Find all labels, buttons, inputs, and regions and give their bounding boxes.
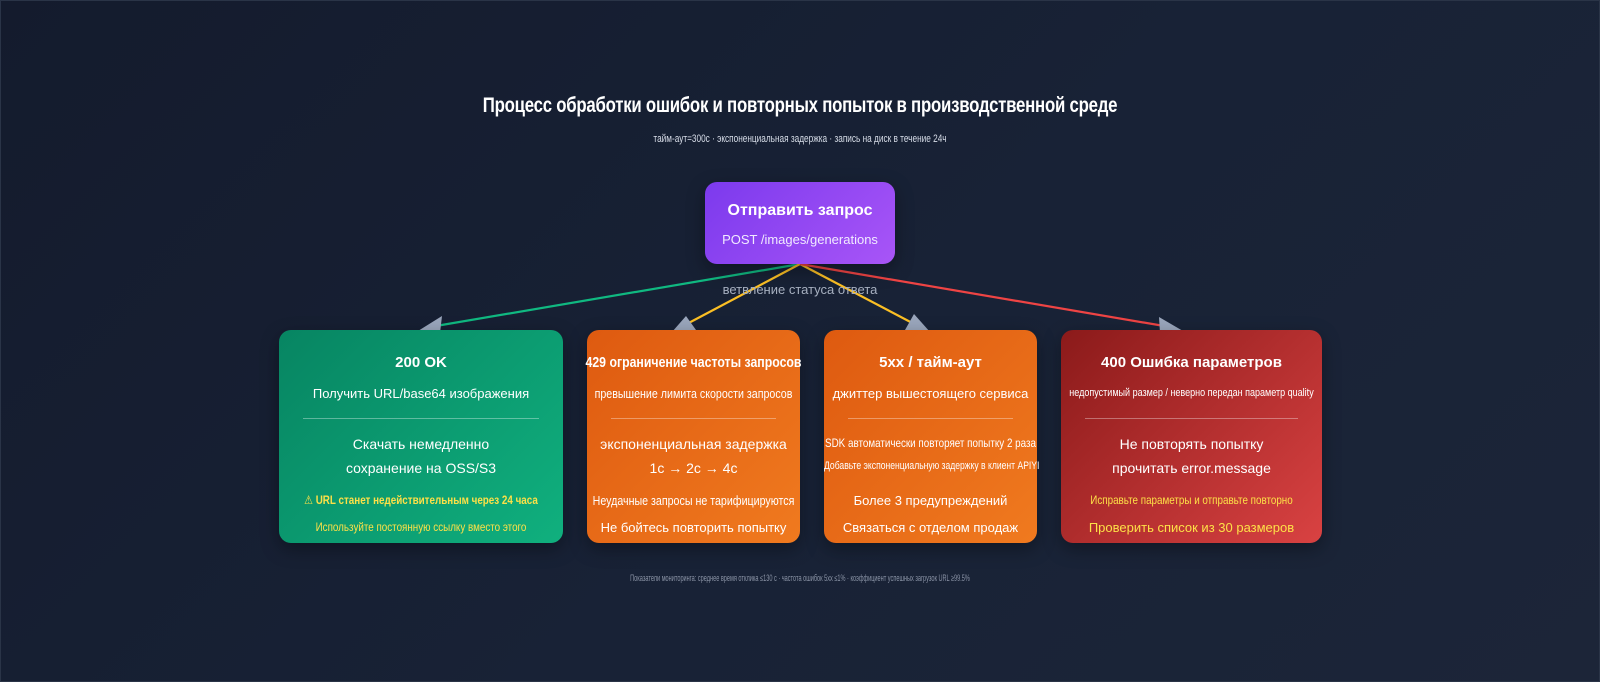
card-action-1: SDK автоматически повторяет попытку 2 ра…: [825, 436, 1036, 450]
card-detail: джиттер вышестоящего сервиса: [832, 386, 1029, 401]
link-to-success: [429, 262, 801, 329]
send-request-node: Отправить запрос POST /images/generation…: [705, 182, 895, 264]
card-note-1: Неудачные запросы не тарифицируются: [592, 493, 795, 508]
card-divider: [1085, 418, 1298, 419]
card-note-2: Связаться с отделом продаж: [842, 520, 1019, 535]
send-request-endpoint: POST /images/generations: [722, 232, 878, 247]
card-action-2: прочитать error.message: [1112, 460, 1271, 476]
arrowhead-success: [418, 316, 442, 333]
card-note-2: Используйте постоянную ссылку вместо это…: [315, 520, 527, 534]
card-heading: 429 ограничение частоты запросов: [585, 354, 802, 371]
card-action-2: сохранение на OSS/S3: [345, 460, 497, 476]
card-note-2: Проверить список из 30 размеров: [1088, 520, 1295, 535]
card-heading: 400 Ошибка параметров: [1101, 354, 1282, 371]
branch-label: ветвление статуса ответа: [722, 282, 878, 297]
card-detail: Получить URL/base64 изображения: [312, 386, 530, 401]
card-action-1: Скачать немедленно: [352, 436, 490, 452]
card-action-1: Не повторять попытку: [1119, 436, 1264, 452]
card-action-1: экспоненциальная задержка: [600, 436, 787, 452]
card-5xx-timeout: 5xx / тайм-аут джиттер вышестоящего серв…: [824, 330, 1040, 543]
arrowhead-client-error: [1159, 317, 1183, 333]
card-action-2: 1с → 2с → 4с: [649, 460, 738, 476]
card-detail: превышение лимита скорости запросов: [594, 386, 793, 401]
link-to-server-error: [799, 263, 919, 327]
card-action-2: Добавьте экспоненциальную задержку в кли…: [824, 460, 1040, 472]
card-note-2: Не бойтесь повторить попытку: [600, 520, 787, 535]
diagram-subtitle: тайм-аут=300с · экспоненциальная задержк…: [653, 133, 947, 145]
card-note-1: Более 3 предупреждений: [853, 493, 1008, 508]
card-divider: [611, 418, 776, 419]
arrowhead-rate-limit: [672, 316, 696, 332]
send-request-title: Отправить запрос: [727, 202, 873, 219]
card-divider: [848, 418, 1013, 419]
diagram-title: Процесс обработки ошибок и повторных поп…: [482, 94, 1118, 117]
monitoring-footer: Показатели мониторинга: среднее время от…: [630, 573, 970, 583]
link-to-rate-limit: [682, 263, 801, 327]
card-400-param-error: 400 Ошибка параметров недопустимый разме…: [1061, 330, 1322, 543]
link-to-client-error: [799, 262, 1171, 329]
card-note-1: Исправьте параметры и отправьте повторно: [1090, 493, 1293, 507]
card-429-rate-limit: 429 ограничение частоты запросов превыше…: [586, 330, 801, 543]
card-detail: недопустимый размер / неверно передан па…: [1069, 387, 1314, 399]
card-note-1: ⚠ URL станет недействительным через 24 ч…: [304, 493, 538, 507]
card-200-ok: 200 OK Получить URL/base64 изображения С…: [279, 330, 563, 543]
card-divider: [303, 418, 539, 419]
arrowhead-server-error: [905, 314, 930, 332]
card-heading: 200 OK: [395, 354, 447, 371]
card-heading: 5xx / тайм-аут: [879, 354, 982, 371]
